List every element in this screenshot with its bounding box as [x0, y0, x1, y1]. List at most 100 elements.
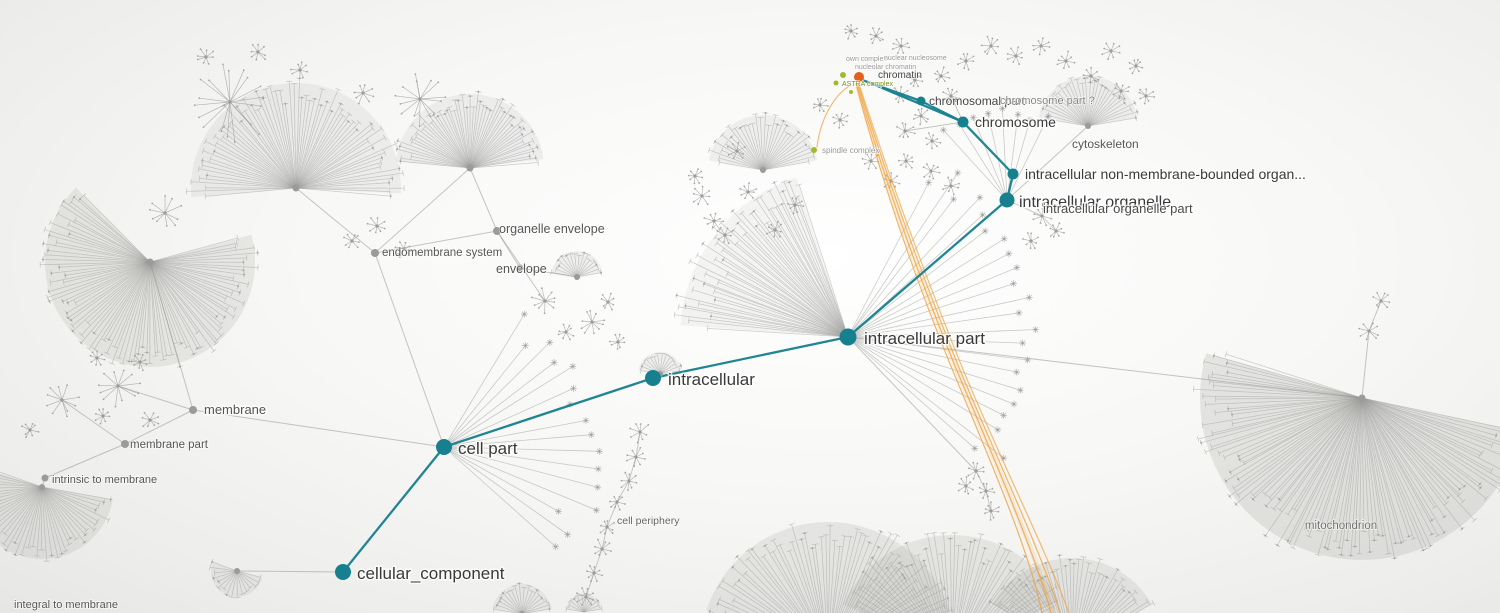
fan-spoke	[48, 261, 151, 292]
starburst-spoke	[948, 185, 952, 192]
highlight-edge-orange	[858, 83, 1070, 613]
graph-node-intracellular-part[interactable]	[839, 328, 857, 346]
fan-tip-tick	[79, 332, 84, 338]
graph-node-green[interactable]	[811, 147, 817, 153]
graph-node-green[interactable]	[849, 90, 853, 94]
graph-node-gray[interactable]	[41, 474, 49, 482]
starburst-spoke	[1050, 230, 1057, 237]
fan-tip-tick	[216, 585, 221, 591]
starburst-tip	[1118, 51, 1121, 54]
fan-tip-tick	[770, 538, 777, 542]
starburst-spoke	[1041, 215, 1052, 219]
fan-tip-dot	[736, 222, 739, 225]
graph-node-chromosomal-part[interactable]	[916, 96, 926, 106]
starburst-spoke	[1065, 60, 1070, 68]
fan-tip-tick	[571, 253, 578, 255]
graph-node-gray[interactable]	[516, 264, 524, 272]
starburst-spoke	[794, 198, 797, 206]
graph-node-gray[interactable]	[146, 258, 154, 266]
fan-spoke	[295, 162, 382, 189]
starburst-tip	[613, 522, 615, 524]
fan-spoke	[1225, 397, 1363, 482]
starburst-tip	[1033, 247, 1036, 250]
graph-node-green[interactable]	[840, 72, 846, 78]
graph-node-green[interactable]	[833, 80, 839, 86]
fan-spoke	[1317, 397, 1363, 556]
star-glyph-dot	[553, 361, 556, 364]
starburst-tip	[1042, 37, 1044, 40]
graph-node-gray[interactable]	[1358, 394, 1366, 402]
graph-node-gray[interactable]	[39, 484, 45, 490]
graph-node-intracellular-non-membrane-bounded-organelle[interactable]	[1007, 168, 1019, 180]
graph-node-intracellular-organelle[interactable]	[999, 192, 1015, 208]
fan-spoke	[67, 261, 151, 319]
fan-spoke	[1361, 397, 1402, 543]
graph-node-gray[interactable]	[1085, 123, 1091, 129]
fan-spoke	[438, 111, 471, 169]
fan-tip-tick	[1080, 556, 1087, 558]
starburst-tip	[1050, 217, 1053, 220]
fan-spoke	[257, 109, 297, 189]
fan-tip-dot	[222, 125, 225, 128]
starburst-tip	[257, 43, 259, 46]
fan-tip-tick	[718, 159, 721, 166]
starburst-spoke	[741, 191, 749, 196]
starburst-spoke	[134, 355, 141, 363]
starburst-tip	[409, 250, 412, 252]
graph-node-gray[interactable]	[121, 440, 129, 448]
fan-tip-dot	[42, 242, 45, 245]
starburst-spoke	[609, 341, 619, 343]
starburst-spoke	[1376, 292, 1382, 302]
fan-tip-tick	[978, 533, 985, 536]
graph-node-chromosome[interactable]	[957, 116, 969, 128]
fan-tip-tick	[379, 125, 384, 132]
fan-spoke	[992, 567, 1039, 613]
fan-spoke	[725, 143, 764, 171]
fan-tip-tick	[1305, 535, 1312, 538]
graph-node-gray[interactable]	[466, 164, 474, 172]
fan-tip-dot	[877, 546, 880, 549]
fan-tip-tick	[240, 96, 247, 101]
fan-spoke	[415, 132, 471, 169]
starburst-spoke	[900, 45, 904, 54]
fan-tip-tick	[1490, 442, 1494, 449]
starburst-spoke	[909, 77, 916, 81]
starburst-tip	[644, 458, 646, 460]
graph-node-gray[interactable]	[574, 274, 580, 280]
graph-node-gray[interactable]	[234, 568, 240, 574]
graph-edge	[192, 409, 445, 448]
fan-spoke	[1108, 591, 1130, 613]
fan-spoke	[766, 222, 849, 338]
starburst-tip	[1045, 224, 1048, 227]
fan-spoke	[1085, 573, 1101, 613]
starburst-spoke	[164, 212, 176, 226]
fan-spoke	[1031, 580, 1052, 613]
fan-spoke	[68, 224, 151, 263]
graph-node-gray[interactable]	[371, 249, 379, 257]
starburst-tip	[606, 520, 609, 522]
starburst-spoke	[229, 86, 261, 103]
fan-tip-dot	[109, 498, 112, 501]
graph-node-cell-part[interactable]	[436, 439, 452, 455]
graph-node-gray[interactable]	[292, 184, 300, 192]
star-glyph-dot	[981, 213, 984, 216]
fan-tip-tick	[587, 257, 593, 263]
starburst-spoke	[593, 572, 598, 582]
graph-node-gray[interactable]	[760, 167, 766, 173]
graph-node-intracellular[interactable]	[645, 370, 661, 386]
fan-spoke	[747, 549, 799, 613]
starburst-spoke	[586, 311, 593, 323]
graph-node-cellular-component[interactable]	[335, 564, 351, 580]
fan-tip-tick	[413, 134, 418, 140]
starburst-tip	[1112, 42, 1115, 45]
graph-node-chromatin-highlight[interactable]	[854, 72, 864, 82]
graph-node-gray[interactable]	[493, 227, 501, 235]
graph-node-gray[interactable]	[189, 406, 197, 414]
starburst-tip	[621, 496, 624, 499]
starburst-spoke	[252, 44, 259, 53]
starburst-tip	[151, 217, 154, 220]
starburst-spoke	[866, 154, 872, 162]
starburst-tip	[198, 116, 200, 119]
